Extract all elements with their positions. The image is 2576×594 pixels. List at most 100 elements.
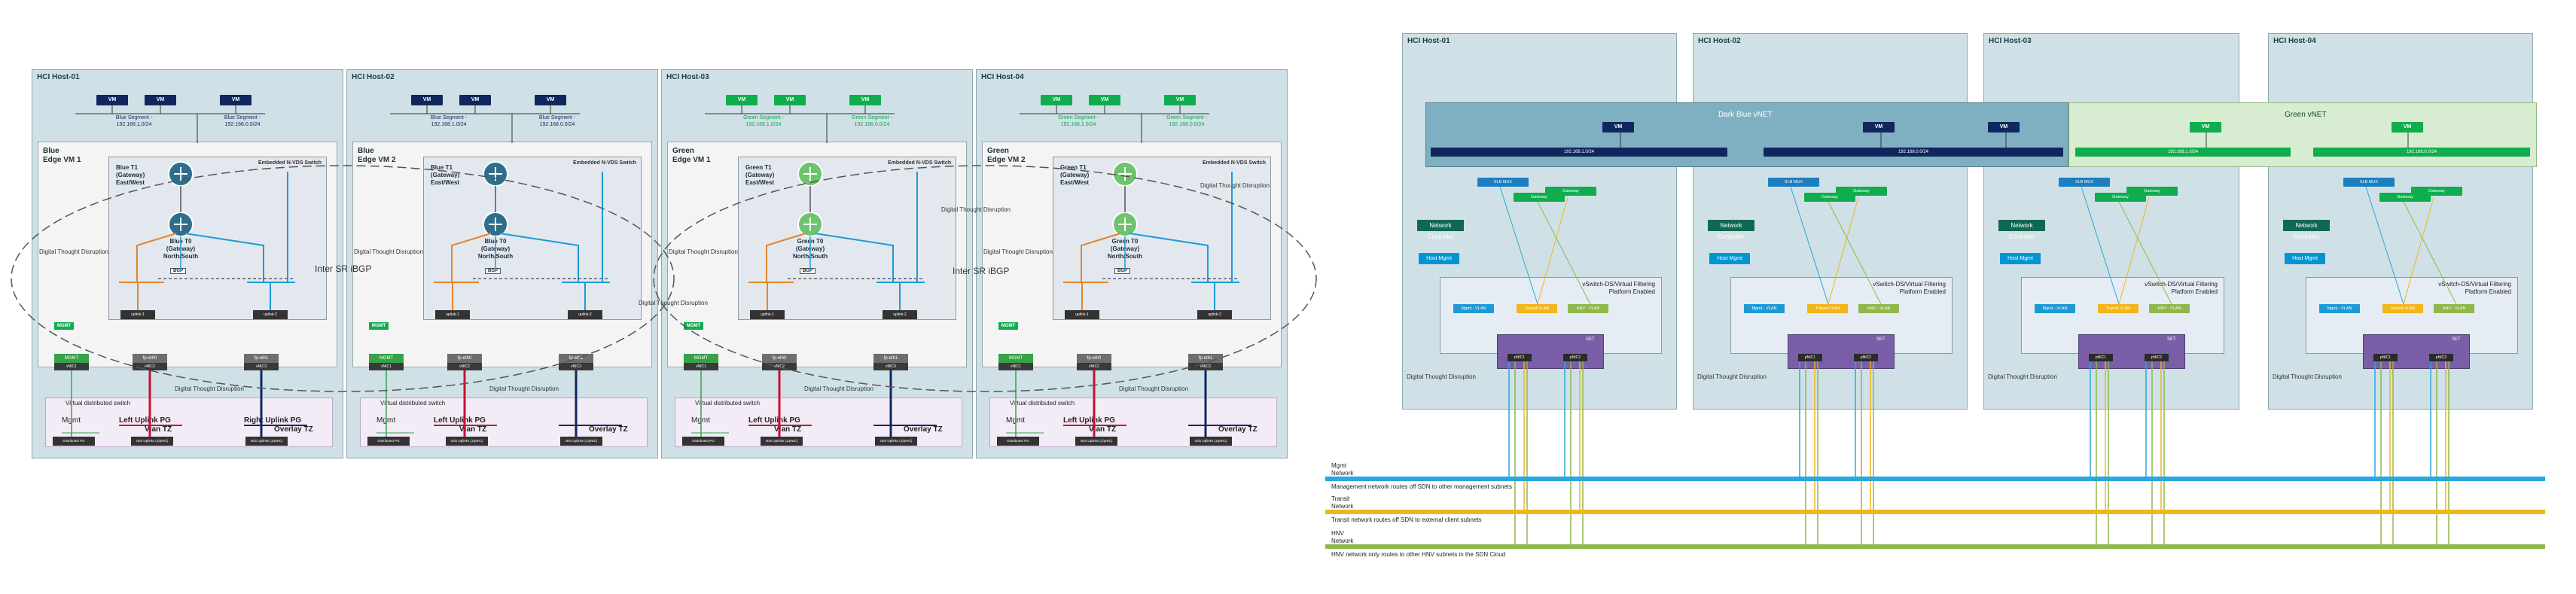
dtd-watermark: Digital Thought Disruption (983, 248, 1053, 255)
service-vm[interactable]: Gateway (1804, 193, 1855, 202)
physical-nic[interactable]: pNIC2 (1854, 354, 1878, 361)
network-controller[interactable]: Network Controller (1417, 220, 1464, 240)
vnic-port[interactable]: vNIC3 (873, 363, 908, 370)
t1-gateway-label: Blue T1 (Gateway) East/West (116, 164, 145, 186)
physical-nic[interactable]: pNIC1 (2373, 354, 2398, 361)
vm-box[interactable]: VM (2190, 122, 2221, 133)
vm-box[interactable]: VM (1863, 122, 1895, 133)
vnic-port[interactable]: vNIC2 (762, 363, 797, 370)
vnic-port[interactable]: vNIC2 (1077, 363, 1111, 370)
network-controller[interactable]: Network Controller (2283, 220, 2330, 240)
bgp-badge: BGP (1114, 268, 1131, 274)
edge-nic[interactable]: MGMT (369, 354, 404, 363)
physical-nic[interactable]: pNIC1 (1507, 354, 1532, 361)
vnic-port[interactable]: vNIC1 (369, 363, 404, 370)
uplink-port[interactable]: uplink-1 (750, 310, 785, 319)
uplink-port[interactable]: uplink-2 (883, 310, 917, 319)
edge-nic[interactable]: fp-eth1 (1188, 354, 1223, 363)
physical-nic[interactable]: pNIC1 (2089, 354, 2113, 361)
uplink-port[interactable]: uplink-2 (253, 310, 288, 319)
uplink-port[interactable]: uplink-1 (120, 310, 155, 319)
vlan-port[interactable]: HNV - VLAN (1568, 304, 1608, 313)
vm-box[interactable]: VM (535, 95, 566, 105)
vnic-port[interactable]: vNIC3 (1188, 363, 1223, 370)
vm-box[interactable]: VM (1089, 95, 1120, 105)
vnic-port[interactable]: vNIC3 (559, 363, 593, 370)
segment-label: Blue Segment - 192.168.1.0/24 (115, 115, 153, 127)
vm-box[interactable]: VM (1164, 95, 1196, 105)
vm-box[interactable]: VM (726, 95, 758, 105)
switch-title: Embedded N-VDS Switch (887, 160, 951, 166)
edge-nic[interactable]: MGMT (54, 354, 89, 363)
uplink-port[interactable]: uplink-2 (1197, 310, 1232, 319)
host-title: HCI Host-01 (37, 73, 80, 81)
vnic-port[interactable]: vNIC1 (54, 363, 89, 370)
t1-gateway-label: Blue T1 (Gateway) East/West (431, 164, 460, 186)
vlan-port[interactable]: Mgmt - VLAN (1744, 304, 1785, 313)
edge-nic[interactable]: fp-eth0 (762, 354, 797, 363)
edge-nic[interactable]: fp-eth0 (447, 354, 482, 363)
dtd-watermark: Digital Thought Disruption (39, 248, 108, 255)
vnic-port[interactable]: vNIC2 (133, 363, 167, 370)
vlan-port[interactable]: HNV - VLAN (2149, 304, 2190, 313)
segment-label: Green Segment - 192.168.1.0/24 (743, 115, 784, 127)
edge-nic[interactable]: fp-eth1 (559, 354, 593, 363)
edge-nic[interactable]: MGMT (998, 354, 1033, 363)
vnic-port[interactable]: vNIC3 (244, 363, 279, 370)
vm-box[interactable]: VM (411, 95, 443, 105)
vm-box[interactable]: VM (1988, 122, 2020, 133)
vnet-title: Dark Blue vNET (1718, 111, 1773, 119)
physical-nic[interactable]: pNIC2 (2429, 354, 2453, 361)
physical-nic[interactable]: pNIC2 (2145, 354, 2169, 361)
edge-nic[interactable]: fp-eth1 (873, 354, 908, 363)
vm-box[interactable]: VM (96, 95, 128, 105)
vm-box[interactable]: VM (2392, 122, 2423, 133)
vm-box[interactable]: VM (459, 95, 491, 105)
host-mgmt-vnic[interactable]: Host Mgmt (1709, 253, 1750, 264)
vm-box[interactable]: VM (774, 95, 806, 105)
host-mgmt-vnic[interactable]: Host Mgmt (2000, 253, 2041, 264)
edge-nic[interactable]: fp-eth0 (133, 354, 167, 363)
vlan-port[interactable]: Mgmt - VLAN (2035, 304, 2075, 313)
service-vm[interactable]: Gateway (2095, 193, 2146, 202)
host-title: HCI Host-02 (352, 73, 395, 81)
service-vm[interactable]: SLB MUX (1768, 178, 1819, 187)
vm-box[interactable]: VM (1041, 95, 1072, 105)
network-controller[interactable]: Network Controller (1998, 220, 2045, 240)
vlan-port[interactable]: Transit VLAN (1807, 304, 1848, 313)
vnic-port[interactable]: vNIC2 (447, 363, 482, 370)
vlan-port[interactable]: HNV - VLAN (2434, 304, 2474, 313)
uplink-port[interactable]: uplink-2 (568, 310, 602, 319)
vlan-port[interactable]: Transit VLAN (1517, 304, 1557, 313)
vm-box[interactable]: VM (849, 95, 881, 105)
vnic-port[interactable]: vNIC1 (684, 363, 718, 370)
vlan-port[interactable]: Mgmt - VLAN (1453, 304, 1494, 313)
service-vm[interactable]: SLB MUX (2343, 178, 2395, 187)
overlay-tz-label: Overlay TZ (589, 425, 628, 434)
service-vm[interactable]: SLB MUX (1477, 178, 1529, 187)
edge-nic[interactable]: fp-eth1 (244, 354, 279, 363)
edge-nic[interactable]: MGMT (684, 354, 718, 363)
vnic-port[interactable]: vNIC1 (998, 363, 1033, 370)
network-controller[interactable]: Network Controller (1708, 220, 1754, 240)
service-vm[interactable]: SLB MUX (2059, 178, 2110, 187)
vlan-port[interactable]: Transit VLAN (2098, 304, 2139, 313)
vm-box[interactable]: VM (145, 95, 176, 105)
edge-nic[interactable]: fp-eth0 (1077, 354, 1111, 363)
host-mgmt-vnic[interactable]: Host Mgmt (2285, 253, 2325, 264)
physical-nic[interactable]: pNIC1 (1798, 354, 1822, 361)
vlan-port[interactable]: HNV - VLAN (1858, 304, 1899, 313)
physical-nic[interactable]: pNIC2 (1563, 354, 1587, 361)
vlan-port[interactable]: Transit VLAN (2382, 304, 2423, 313)
uplink-port[interactable]: uplink-1 (1065, 310, 1099, 319)
bgp-badge: BGP (800, 268, 816, 274)
vlan-port[interactable]: Mgmt - VLAN (2319, 304, 2360, 313)
vm-box[interactable]: VM (220, 95, 252, 105)
vm-box[interactable]: VM (1602, 122, 1634, 133)
vnet-dark-blue: Dark Blue vNET (1425, 102, 2068, 167)
service-vm[interactable]: Gateway (2379, 193, 2431, 202)
host-mgmt-vnic[interactable]: Host Mgmt (1419, 253, 1459, 264)
vds-uplink-label: vDS Uplinks (1/pNIC) (1190, 437, 1232, 446)
service-vm[interactable]: Gateway (1514, 193, 1565, 202)
uplink-port[interactable]: uplink-1 (435, 310, 470, 319)
